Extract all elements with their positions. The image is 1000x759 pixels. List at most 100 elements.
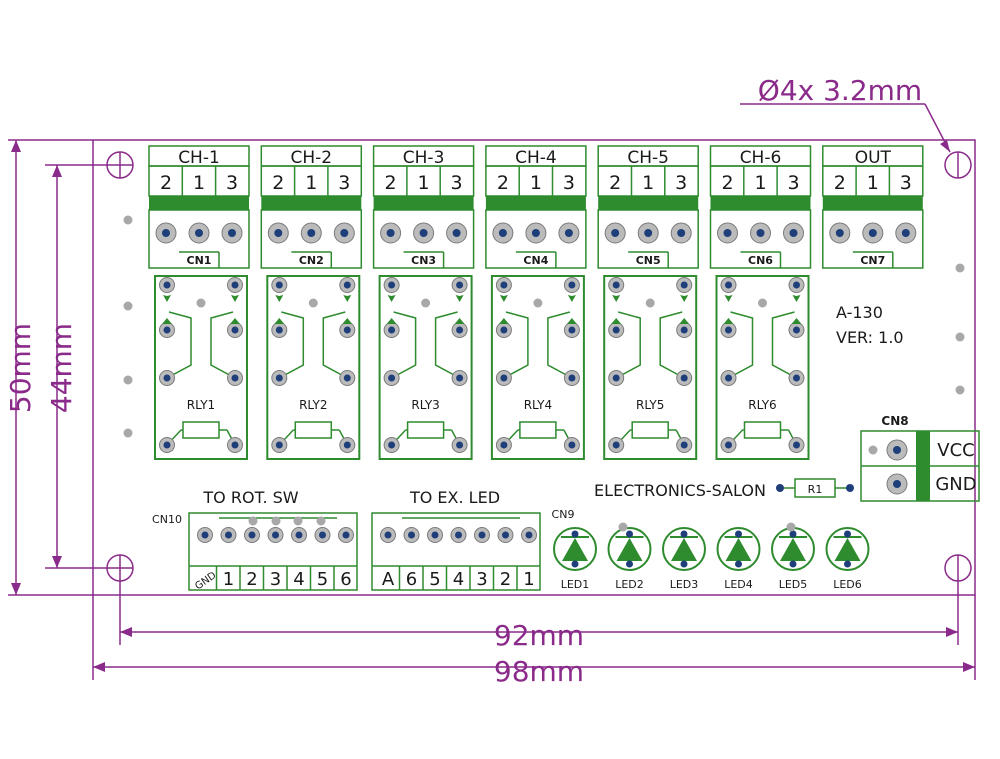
terminal-pin-number: 2 — [160, 172, 172, 194]
pad-hole — [275, 281, 283, 289]
cn10-label: CN10 — [152, 513, 182, 526]
pad-hole — [388, 326, 396, 334]
pad-hole — [225, 531, 232, 539]
pad-hole — [644, 229, 653, 237]
relay-label: RLY2 — [299, 398, 327, 412]
pad-hole — [455, 531, 462, 539]
terminal-pin-number: 1 — [418, 172, 430, 194]
pad-hole — [386, 229, 395, 237]
cn9-pin-label: 1 — [523, 569, 534, 590]
relay-label: RLY3 — [411, 398, 439, 412]
pad-hole — [388, 441, 396, 449]
cn9-pin-label: A — [382, 569, 395, 590]
pad-hole — [893, 446, 901, 454]
cn9-pin-label: 2 — [500, 569, 511, 590]
terminal-cn-label: CN3 — [411, 254, 436, 267]
cn9-title: TO EX. LED — [409, 488, 500, 507]
pad-hole — [319, 531, 326, 539]
height-outer-label: 50mm — [4, 323, 37, 413]
terminal-cn-label: CN5 — [636, 254, 661, 267]
pad-hole — [231, 374, 239, 382]
via — [618, 522, 628, 532]
pad-hole — [228, 229, 236, 237]
terminal-header: OUT — [855, 148, 892, 168]
terminal-cn-label: CN1 — [187, 254, 212, 267]
led-2: LED2 — [607, 527, 652, 591]
terminal-pin-number: 3 — [563, 172, 575, 194]
pad-hole — [564, 229, 573, 237]
pad-hole — [568, 326, 576, 334]
pad-hole — [756, 229, 765, 237]
board-model: A-130 — [836, 303, 883, 322]
pad-hole — [500, 441, 508, 449]
cn9-pin-label: 6 — [406, 569, 417, 590]
pad-hole — [248, 531, 256, 539]
cn9-pin-label: 4 — [453, 569, 464, 590]
gnd-label: GND — [935, 474, 976, 495]
pad-hole — [343, 374, 351, 382]
pad-hole — [340, 229, 349, 237]
via — [955, 263, 965, 273]
pad-hole — [274, 229, 283, 237]
terminal-pin-number: 3 — [338, 172, 350, 194]
relay-label: RLY4 — [524, 398, 552, 412]
relay-label: RLY5 — [636, 398, 664, 412]
pad-hole — [835, 229, 844, 237]
pad-hole — [163, 281, 171, 289]
terminal-pin-number: 2 — [609, 172, 621, 194]
pad-hole — [725, 326, 732, 334]
pad-hole — [431, 531, 439, 539]
relay-5: RLY5 — [603, 275, 698, 460]
via — [955, 332, 965, 342]
pad-hole — [295, 531, 303, 539]
cn10-pin-label: 3 — [270, 569, 281, 590]
width-inner-label: 92mm — [494, 619, 584, 652]
cn10-pin-label: 5 — [317, 569, 328, 590]
pad-hole — [680, 441, 688, 449]
pad-hole — [162, 229, 170, 237]
relay-6: RLY6 — [715, 275, 810, 460]
pad-hole — [677, 229, 686, 237]
terminal-pin-number: 3 — [451, 172, 463, 194]
led-label: LED2 — [615, 578, 644, 591]
pad-hole — [275, 374, 283, 382]
terminal-pin-number: 2 — [497, 172, 509, 194]
pad-hole — [275, 441, 283, 449]
pad-hole — [272, 531, 279, 539]
via — [196, 298, 206, 308]
pad-hole — [502, 531, 509, 539]
led-label: LED5 — [779, 578, 808, 591]
pad-hole — [893, 480, 901, 488]
led-3: LED3 — [662, 527, 706, 591]
cn10-title: TO ROT. SW — [202, 488, 298, 507]
relay-2: RLY2 — [266, 275, 361, 460]
terminal-pin-number: 1 — [867, 172, 879, 194]
pad-hole — [793, 326, 800, 334]
via — [248, 516, 258, 526]
pad-hole — [793, 441, 800, 449]
via — [533, 298, 543, 308]
pad-hole — [342, 531, 350, 539]
pad-hole — [568, 281, 576, 289]
terminal-header: CH-2 — [290, 148, 332, 168]
pad-hole — [231, 441, 239, 449]
board-outline — [92, 139, 976, 596]
cn9-pin-label: 5 — [429, 569, 440, 590]
terminal-header: CH-6 — [740, 148, 782, 168]
relay-1: RLY1 — [154, 275, 248, 460]
cn10-pin-label: 6 — [340, 569, 351, 590]
pad-hole — [525, 531, 533, 539]
board-version: VER: 1.0 — [836, 328, 904, 347]
terminal-cn-label: CN7 — [860, 254, 885, 267]
via — [645, 298, 655, 308]
via — [868, 445, 878, 455]
terminal-pin-number: 3 — [675, 172, 687, 194]
pad-hole — [793, 281, 800, 289]
terminal-pin-number: 2 — [385, 172, 397, 194]
